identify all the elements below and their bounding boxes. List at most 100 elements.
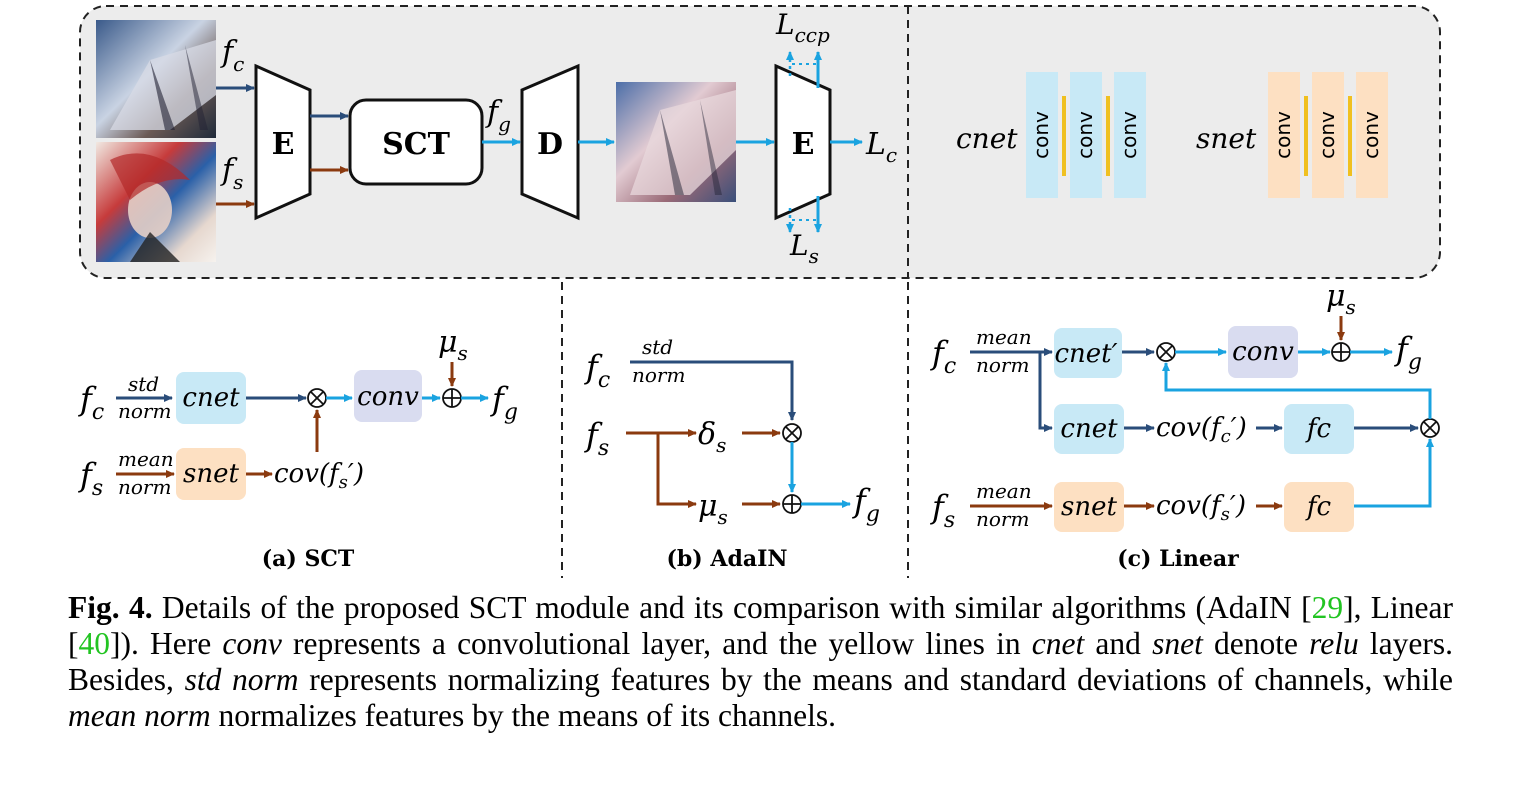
b-fs-to-mu [656,433,697,508]
c-cnet-prime-label: cnet′ [1054,339,1117,369]
c-mu-label: μs [1326,279,1356,319]
c-mean-label-2: mean [976,479,1032,503]
c-fc-box-1-label: fc [1305,414,1332,444]
a-snet-label: snet [183,459,239,489]
cnet-structure: conv conv conv [1026,72,1146,198]
caption-italic-std-norm: std norm [184,662,299,697]
a-norm-label-1: norm [118,399,171,423]
snet-structure: conv conv conv [1268,72,1388,198]
c-fc-box-1 [1284,404,1354,454]
content-image [96,20,216,138]
b-add-icon [782,494,802,514]
c-multiply-icon-1 [1156,342,1176,362]
c-fc2-to-mul2 [1354,438,1434,508]
c-cnet-label: cnet [1060,414,1118,444]
c-fc-box-2 [1284,482,1354,532]
c-cov-c-label: cov(fc′) [1156,413,1247,447]
caption-italic-snet: snet [1152,626,1203,661]
c-cov-s-label: cov(fs′) [1156,491,1246,525]
b-mu-label: μs [698,489,728,529]
panel-a: fc std norm cnet conv μs fg fs mean norm… [78,325,518,572]
sct-label: SCT [382,127,451,162]
loss-encoder-label: E [792,127,815,162]
a-snet-box [176,448,246,500]
a-title: (a) SCT [262,546,355,572]
a-std-label: std [128,372,159,396]
b-fg-label: fg [852,482,880,527]
caption-italic-relu: relu [1309,626,1359,661]
caption-italic-mean-norm: mean norm [68,698,211,733]
encoder-label: E [272,127,295,162]
encoder-block [254,63,312,221]
a-mu-label: μs [438,325,468,365]
caption-text-3: ]). Here [110,626,223,661]
b-multiply-icon [782,423,802,443]
caption-ref-29[interactable]: 29 [1311,590,1344,625]
c-cnet-box [1054,404,1124,454]
figure-caption: Fig. 4. Details of the proposed SCT modu… [68,590,1453,734]
cnet-structure-label: cnet [956,122,1018,155]
a-cov-label: cov(fs′) [274,459,364,493]
caption-italic-cnet: cnet [1031,626,1085,661]
a-mean-label: mean [118,447,174,471]
a-fs-label: fs [78,456,103,501]
figure-diagram: fc fs E SCT fg D E Lc Lccp Ls cnet [78,5,1441,578]
caption-italic-conv: conv [222,626,282,661]
c-fs-label: fs [930,488,955,533]
decoder-label: D [537,127,563,162]
caption-text-5: and [1084,626,1153,661]
caption-text-2: ], Linear [ [68,590,1453,661]
b-fs-label: fs [584,416,609,461]
c-cnet-prime-box [1054,328,1122,378]
b-title: (b) AdaIN [667,546,788,572]
a-add-icon [442,388,462,408]
panel-c: fc mean norm cnet′ conv μs fg cnet cov(f… [930,279,1440,572]
c-fg-label: fg [1394,330,1422,375]
a-conv-label: conv [357,382,419,412]
b-norm-label: norm [632,363,685,387]
panel-b: fc std norm fs δs μs fg (b) AdaIN [584,335,880,572]
a-multiply-icon [307,388,327,408]
caption-text-1: Details of the proposed SCT module and i… [152,590,1312,625]
b-fc-label: fc [584,348,610,393]
c-add-icon [1331,342,1351,362]
b-delta-label: δs [698,417,726,457]
caption-ref-40[interactable]: 40 [78,626,111,661]
c-fc-box-2-label: fc [1305,492,1332,522]
b-std-label: std [642,335,673,359]
caption-label: Fig. 4. [68,590,153,625]
b-fc-arrow [630,360,796,421]
c-snet-label: snet [1061,492,1117,522]
decoder-block [520,63,580,221]
c-multiply-icon-2 [1420,418,1440,438]
lccp-label: Lccp [775,8,830,47]
cnet-conv-2: conv [1073,111,1097,159]
snet-conv-1: conv [1271,111,1295,159]
caption-text-6: denote [1202,626,1310,661]
c-norm-label-1: norm [976,353,1029,377]
c-mean-label-1: mean [976,325,1032,349]
c-norm-label-2: norm [976,507,1029,531]
c-title: (c) Linear [1117,546,1239,572]
c-mul2-to-mul1 [1162,362,1432,419]
cnet-conv-1: conv [1029,111,1053,159]
loss-encoder-block [774,63,832,221]
a-fg-label: fg [490,380,518,425]
c-conv-box [1228,326,1298,378]
snet-conv-2: conv [1315,111,1339,159]
a-fc-label: fc [78,380,104,425]
caption-text-9: normalizes features by the means of its … [210,698,837,733]
c-fc-label: fc [930,334,956,379]
snet-conv-3: conv [1359,111,1383,159]
c-conv-label: conv [1232,337,1294,367]
caption-text-8: represents normalizing features by the m… [298,662,1453,697]
a-cnet-box [176,372,246,424]
cnet-conv-3: conv [1117,111,1141,159]
snet-structure-label: snet [1196,122,1257,155]
caption-text-4: represents a convolutional layer, and th… [281,626,1032,661]
ls-label: Ls [789,229,819,268]
a-cnet-label: cnet [182,383,240,413]
a-norm-label-2: norm [118,475,171,499]
output-image [616,82,736,202]
a-conv-box [354,370,422,422]
